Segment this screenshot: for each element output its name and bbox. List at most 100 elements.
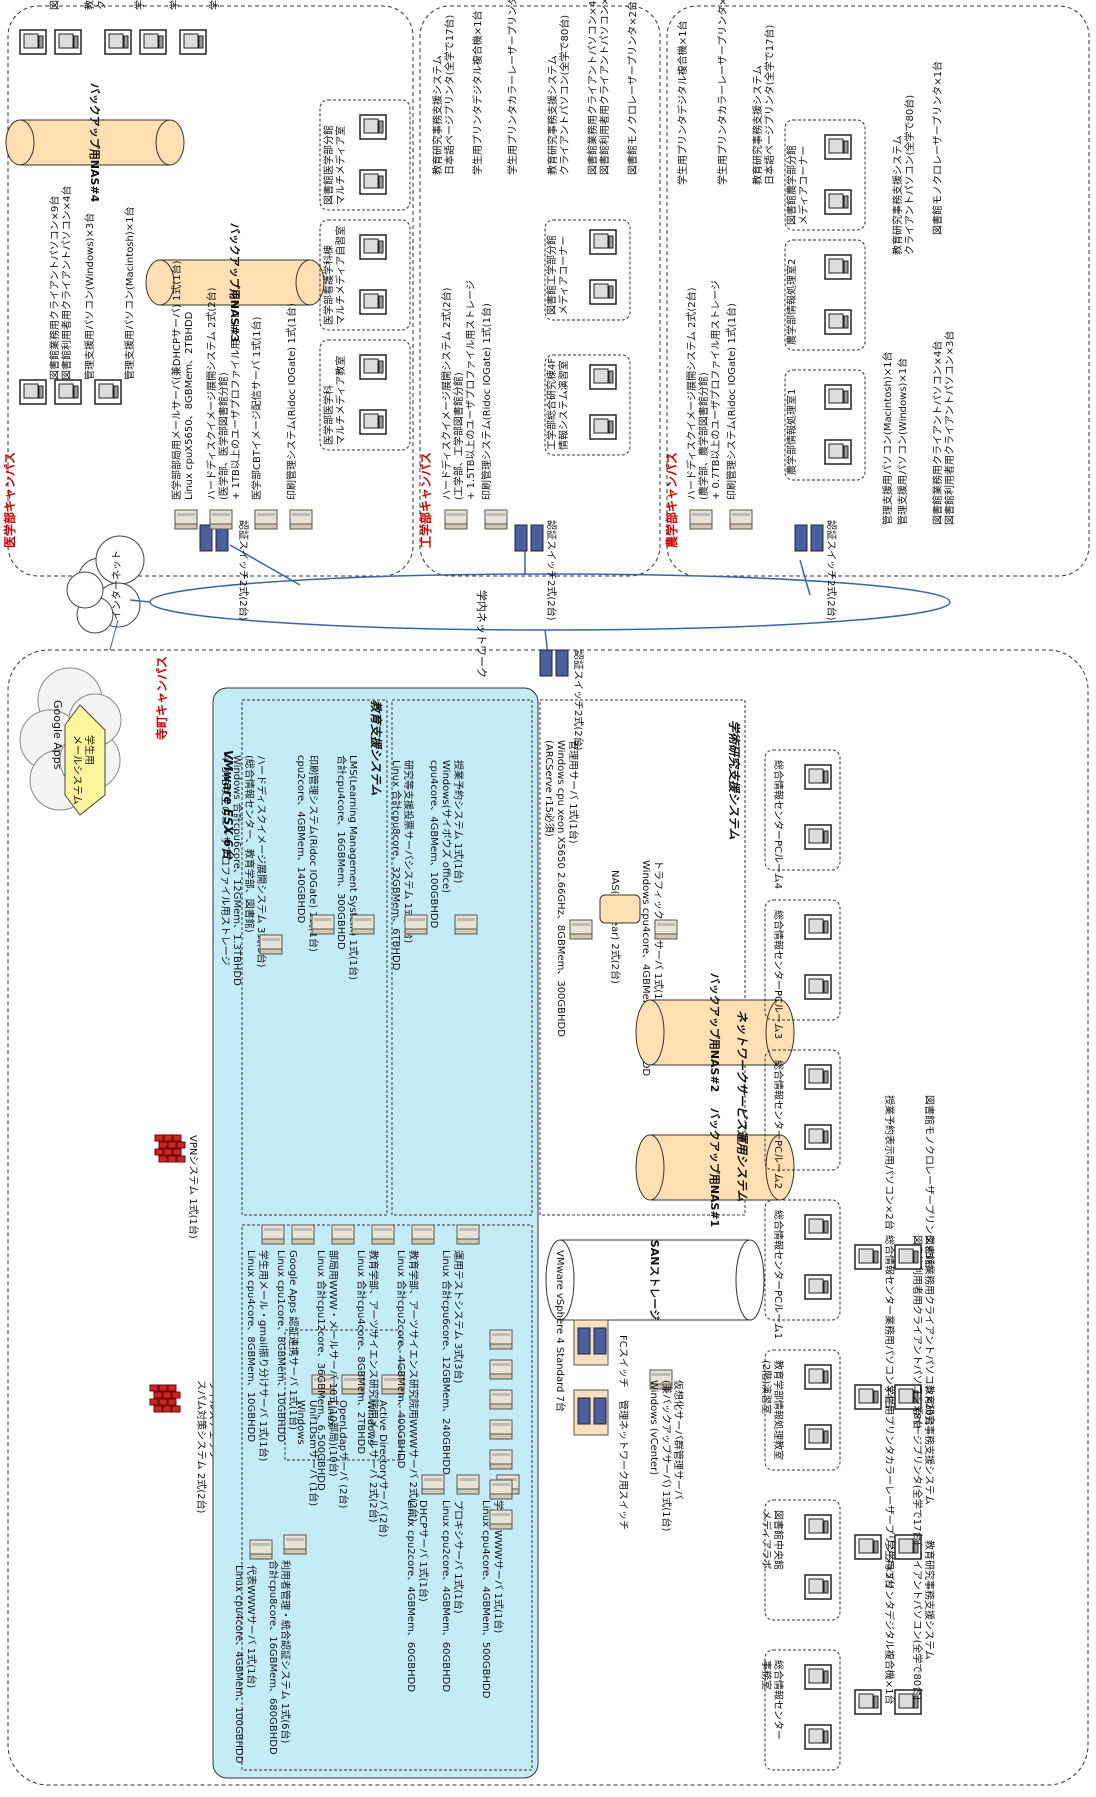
svg-text:(医学部、医学部図書館分館): (医学部、医学部図書館分館) xyxy=(217,372,230,500)
svg-text:クライアントパソコン(全学で80台): クライアントパソコン(全学で80台) xyxy=(911,1540,924,1700)
svg-text:マルチメディア自習室: マルチメディア自習室 xyxy=(334,226,347,325)
svg-text:印刷管理システム(Ridoc IOGate) 1式(1台): 印刷管理システム(Ridoc IOGate) 1式(1台) xyxy=(725,303,738,500)
research-server-icon-0 xyxy=(405,915,427,934)
eng-server-label-0: ハードディスクイメージ展開システム 2式(2台)(工学部、工学部図書館分館)+ … xyxy=(440,280,477,500)
esx-host-icon-3 xyxy=(490,1420,512,1439)
svg-text:図書館業務用クライアントパソコン×4台: 図書館業務用クライアントパソコン×4台 xyxy=(586,0,599,175)
net-server-icon-5 xyxy=(422,1475,444,1494)
svg-text:農学部情報処理室2: 農学部情報処理室2 xyxy=(785,259,798,345)
svg-text:cpu4core、4GBMem、100GBHDD: cpu4core、4GBMem、100GBHDD xyxy=(428,760,439,929)
svg-text:(総合情報センター、教育学部、図書館): (総合情報センター、教育学部、図書館) xyxy=(243,755,256,933)
svg-text:管理支援用パソコン(Macintosh)×1台: 管理支援用パソコン(Macintosh)×1台 xyxy=(881,351,894,525)
backup-nas-1-label: バックアップ用NAS#1 xyxy=(708,1108,722,1228)
medical-room-label-0: 医学部医学科マルチメディア教室 xyxy=(322,356,347,445)
medical-device-icon-7 xyxy=(180,30,206,54)
agri-device-label-2: 教育研究事務支援システム日本語ページプリンタ(全学で17台) xyxy=(751,25,776,185)
edu-server-icon-0 xyxy=(260,935,282,954)
svg-text:学生用プリンタデジタル複合機×1台: 学生用プリンタデジタル複合機×1台 xyxy=(676,20,689,185)
svg-text:運用テストシステム 3式(3台): 運用テストシステム 3式(3台) xyxy=(452,1250,465,1384)
svg-text:図書館農学部分館: 図書館農学部分館 xyxy=(785,145,798,225)
svg-text:(兼バックアップサーバ) 1式(1台): (兼バックアップサーバ) 1式(1台) xyxy=(660,1380,673,1532)
main-room-pc-4-a xyxy=(805,1065,831,1089)
svg-text:プロキシサーバ 1式(1台): プロキシサーバ 1式(1台) xyxy=(452,1500,465,1614)
svg-text:Linux 合計cpu6core、12GBMem、240GB: Linux 合計cpu6core、12GBMem、240GBHDD xyxy=(440,1250,453,1475)
eng-device-label-4: 図書館業務用クライアントパソコン×4台図書館利用者用クライアントパソコン×3台 xyxy=(586,0,611,175)
svg-text:管理支援用パソコン(Macintosh)×1台: 管理支援用パソコン(Macintosh)×1台 xyxy=(123,206,136,380)
svg-text:寺町キャンパス: 寺町キャンパス xyxy=(154,656,169,740)
agri-room-pc-0-b xyxy=(825,440,851,464)
main-room-pc-0-a xyxy=(805,1665,831,1689)
svg-text:Linux cpu4core、4GBMem、100GBHDD: Linux cpu4core、4GBMem、100GBHDD xyxy=(233,1565,244,1764)
medical-room-label-2: 図書館医学部分館マルチメディア室 xyxy=(322,125,347,205)
svg-text:学内ネットワーク: 学内ネットワーク xyxy=(475,590,489,678)
svg-text:認証スイッチ2式(2台): 認証スイッチ2式(2台) xyxy=(237,520,250,621)
net-item-10: 部局用WWW・メールサーバ 10式(10部局)(10台)Linux 合計cpu1… xyxy=(315,1250,340,1491)
medical-room-label-1: 医学部看護学科棟マルチメディア自習室 xyxy=(322,226,347,325)
svg-text:図書館利用者用クライアントパソコン×3台: 図書館利用者用クライアントパソコン×3台 xyxy=(943,331,956,525)
svg-text:インターネット: インターネット xyxy=(111,550,123,620)
svg-text:図書館業務用クライアントパソコン×9台: 図書館業務用クライアントパソコン×9台 xyxy=(48,196,61,380)
svg-text:日本語ページプリンタ(全学で17台): 日本語ページプリンタ(全学で17台) xyxy=(443,15,456,175)
vpn-firewall xyxy=(155,1135,185,1162)
eng-server-label-1: 印刷管理システム(Ridoc IOGate) 1式(1台) xyxy=(480,303,493,500)
svg-text:図書館モノクロレーザープリンタ×1台: 図書館モノクロレーザープリンタ×1台 xyxy=(931,61,944,235)
svg-text:学術研究支援システム: 学術研究支援システム xyxy=(727,720,741,840)
svg-text:合計cpu4core、16GBMem、300GBHDD: 合計cpu4core、16GBMem、300GBHDD xyxy=(335,755,348,950)
san-storage-label: SANストレージ xyxy=(648,1240,661,1320)
svg-text:メディアコーナー: メディアコーナー xyxy=(557,236,570,315)
svg-text:図書館モノクロレーザープリンタ×5台: 図書館モノクロレーザープリンタ×5台 xyxy=(923,1095,936,1269)
svg-text:管理支援用パソコン(Windows)×1台: 管理支援用パソコン(Windows)×1台 xyxy=(896,358,909,525)
google-apps-cloud xyxy=(20,668,121,815)
auth-switch-medical-label: 認証スイッチ2式(2台) xyxy=(237,520,250,621)
svg-text:Windows cpu xeon X5650 2.66GHz: Windows cpu xeon X5650 2.66GHz、8GBMem、30… xyxy=(555,740,566,1037)
main-room-pc-3-a xyxy=(805,1215,831,1239)
net-server-icon-11 xyxy=(372,1225,394,1244)
svg-text:学生用プリンタ自動料金課金×3台: 学生用プリンタ自動料金課金×3台 xyxy=(133,0,146,10)
svg-text:LMS(Learning Management System: LMS(Learning Management System) 1式(1台) xyxy=(347,755,360,980)
main-room-label-5: 総合情報センターPCルーム3 xyxy=(772,910,785,1039)
svg-text:cpu2core、4GBMem、140GBHDD: cpu2core、4GBMem、140GBHDD xyxy=(295,755,306,924)
svg-text:認証スイッチ2式(2台): 認証スイッチ2式(2台) xyxy=(572,650,585,751)
svg-text:教育学部、アーツサイエンス研究院用WWWサーバ 2式(2台): 教育学部、アーツサイエンス研究院用WWWサーバ 2式(2台) xyxy=(407,1250,420,1522)
agri-room-pc-1-a xyxy=(825,255,851,279)
agri-device-label-5: 管理支援用パソコン(Macintosh)×1台 xyxy=(881,351,894,525)
eng-device-label-1: 学生用プリンタデジタル複合機×1台 xyxy=(471,10,484,175)
svg-text:総合情報センターPCルーム2: 総合情報センターPCルーム2 xyxy=(772,1060,785,1189)
eng-room-label-0: 工学部総合研究棟4F情報システム演習室 xyxy=(545,358,570,450)
svg-text:図書館モノクロレーザープリンタ×3台: 図書館モノクロレーザープリンタ×3台 xyxy=(48,0,61,10)
medical-room-pc-1-b xyxy=(360,290,386,314)
main-device-label-1: 教育研究事務支援システムクライアントパソコン(全学で80台) xyxy=(911,1540,936,1700)
svg-text:学生用プリンタカラーレーザープリンタ×2台: 学生用プリンタカラーレーザープリンタ×2台 xyxy=(208,0,221,10)
svg-text:認証スイッチ2式(2台): 認証スイッチ2式(2台) xyxy=(825,520,838,621)
esx-host-icon-6 xyxy=(490,1510,512,1529)
svg-text:代表WWWサーバ 1式(1台): 代表WWWサーバ 1式(1台) xyxy=(245,1565,258,1688)
svg-text:管理支援用パソコン(Windows)×3台: 管理支援用パソコン(Windows)×3台 xyxy=(83,213,96,380)
agri-device-label-3: 教育研究事務支援システムクライアントパソコン(全学で80台) xyxy=(891,95,916,255)
net-server-icon-0 xyxy=(250,1540,272,1559)
medical-server-label-2: 医学部CBTイメージ配信サーバ 1式(1台) xyxy=(250,317,263,500)
svg-text:Linux cpu4core、8GBMem、10GBHDD: Linux cpu4core、8GBMem、10GBHDD xyxy=(245,1250,256,1442)
main-room-pc-3-b xyxy=(805,1275,831,1299)
medical-room-pc-0-b xyxy=(360,410,386,434)
medical-device-label-4: 管理支援用パソコン(Macintosh)×1台 xyxy=(123,206,136,380)
agri-room-pc-0-a xyxy=(825,385,851,409)
svg-text:+ 1TB以上のユーザプロファイル用ストレージ: + 1TB以上のユーザプロファイル用ストレージ xyxy=(230,290,242,501)
svg-text:マルチメディア教室: マルチメディア教室 xyxy=(334,356,347,445)
medical-room-pc-1-a xyxy=(360,235,386,259)
svg-text:教育学部情報処理教室: 教育学部情報処理教室 xyxy=(772,1360,785,1460)
agri-device-label-6: 管理支援用パソコン(Windows)×1台 xyxy=(896,358,909,525)
svg-text:+ 1.5TB以上のユーザプロファイル用ストレージ: + 1.5TB以上のユーザプロファイル用ストレージ xyxy=(465,280,477,500)
svg-text:クライアントパソコン(全学で80台): クライアントパソコン(全学で80台) xyxy=(558,15,571,175)
svg-text:Linux 合計cpu8core、32GBMem、6TBHD: Linux 合計cpu8core、32GBMem、6TBHDD xyxy=(390,760,403,971)
esx-host-icon-0 xyxy=(490,1330,512,1349)
svg-text:図書館利用者用クライアントパソコン×3台: 図書館利用者用クライアントパソコン×3台 xyxy=(598,0,611,175)
nas-netgear-label: NAS(NetGear) 2式(2台) xyxy=(609,870,622,984)
svg-text:学生用プリンタデジタル複合機×3台: 学生用プリンタデジタル複合機×3台 xyxy=(168,0,181,10)
svg-text:印刷管理システム(Ridoc IOGate) 1式(1台): 印刷管理システム(Ridoc IOGate) 1式(1台) xyxy=(480,303,493,500)
main-room-pc-1-b xyxy=(805,1575,831,1599)
svg-text:工学部総合研究棟4F: 工学部総合研究棟4F xyxy=(545,358,558,450)
net-server-icon-6 xyxy=(457,1475,479,1494)
agri-room-pc-2-b xyxy=(825,190,851,214)
svg-text:NAS(NetGear) 2式(2台): NAS(NetGear) 2式(2台) xyxy=(609,870,622,984)
